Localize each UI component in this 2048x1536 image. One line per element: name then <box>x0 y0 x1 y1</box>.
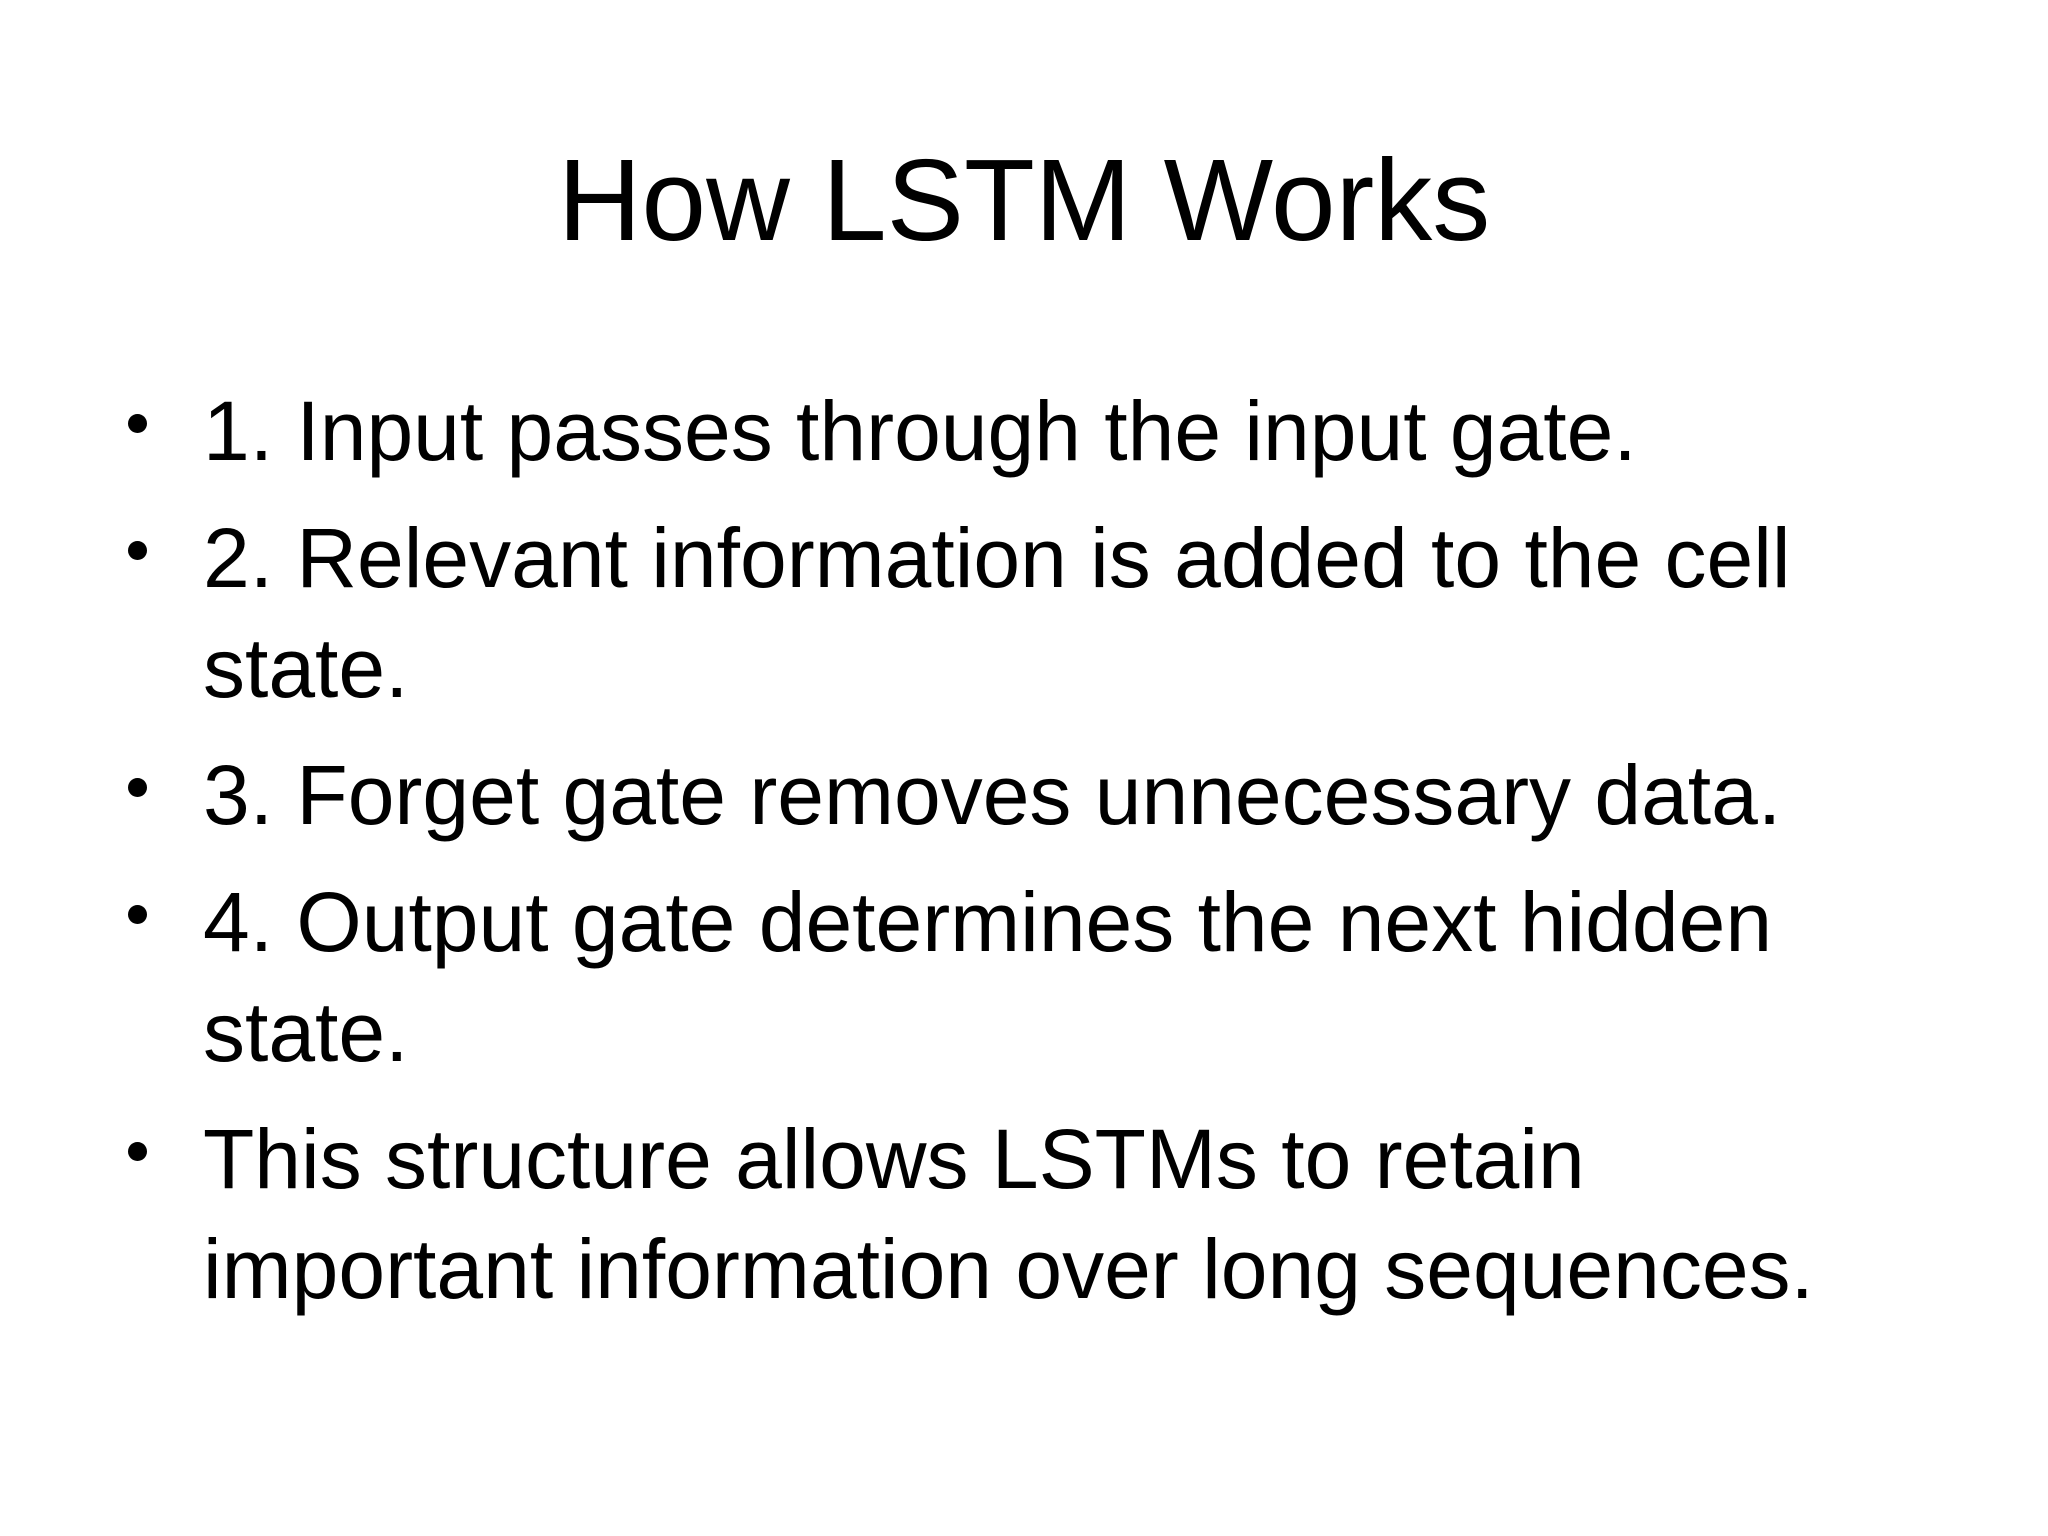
bullet-item: 4. Output gate determines the next hidde… <box>128 867 1883 1087</box>
bullet-item: 1. Input passes through the input gate. <box>128 376 1883 486</box>
bullet-item: 2. Relevant information is added to the … <box>128 503 1883 723</box>
bullet-item: This structure allows LSTMs to retain im… <box>128 1104 1883 1324</box>
bullet-item: 3. Forget gate removes unnecessary data. <box>128 740 1883 850</box>
bullet-list: 1. Input passes through the input gate. 2… <box>128 376 1883 1324</box>
slide-title: How LSTM Works <box>557 135 1491 265</box>
